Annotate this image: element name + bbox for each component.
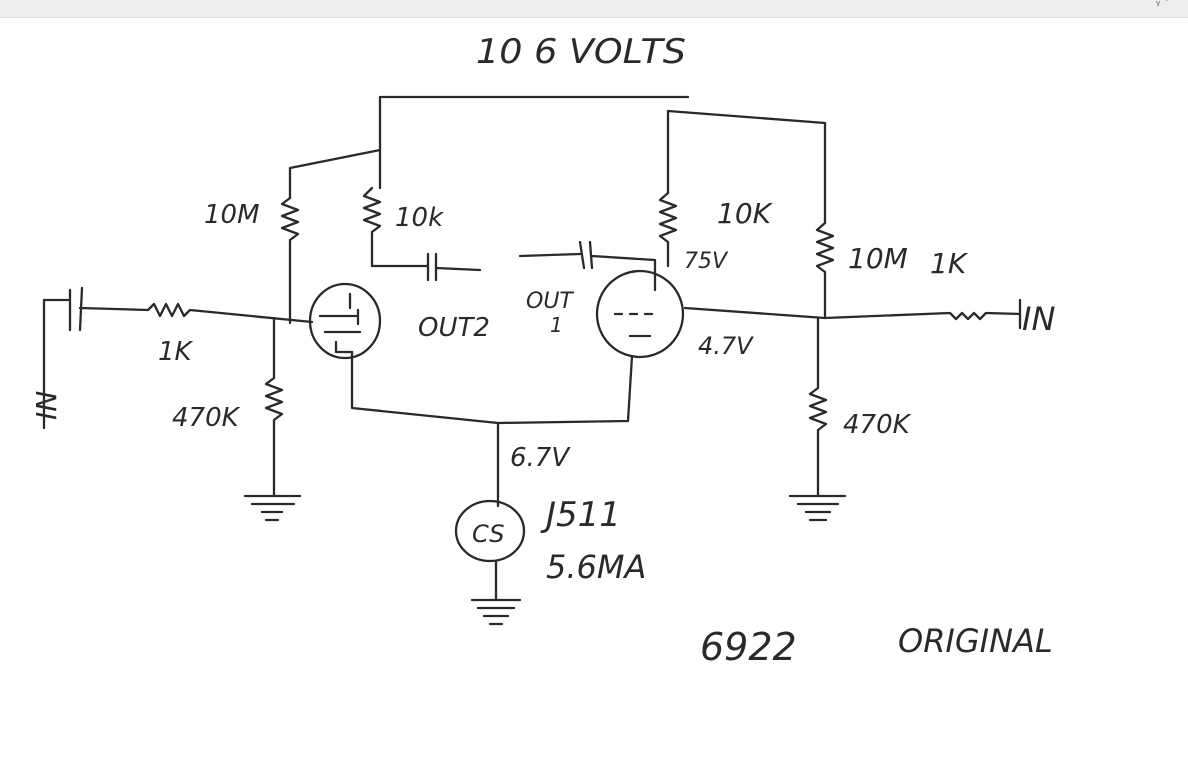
label-r-plate-right: 10K [717,197,774,230]
triode-left [308,282,382,360]
label-grid-voltage: 4.7V [698,332,754,360]
corner-glyph: ᵧ ᵒ [1155,0,1170,9]
schematic-sheet: 10 6 VOLTS 10M 10k 10K 10M 1K 1K 470K 47… [0,18,1188,696]
label-r-grid-left: 10M [204,200,260,230]
resistor-left-gridleak-470k [243,316,302,522]
resistor-right-grid-10m [815,221,835,320]
label-tube: 6922 [700,625,797,669]
label-out1-bottom: 1 [550,313,563,337]
resistor-left-grid-10m [280,196,300,325]
label-input-right: IN [1022,300,1055,338]
resistor-right-gridleak-470k [788,316,847,522]
resistor-left-plate-10k [362,186,382,268]
label-r-input-left: 1K [158,337,194,367]
viewer-title-bar: ᵧ ᵒ [0,0,1188,18]
label-r-gridleak-right: 470K [843,410,912,440]
input-right-network [683,298,1022,330]
triode-right [595,269,685,359]
label-cathode-voltage: 6.7V [510,443,571,473]
label-out2: OUT2 [418,313,490,343]
supply-voltage-label: 10 6 VOLTS [476,32,686,72]
cathode-bus [350,350,634,498]
label-title-note: ORIGINAL [898,622,1053,660]
capacitor-out1 [518,240,657,278]
label-jfet: J511 [540,495,621,535]
label-r-input-right: 1K [930,247,969,280]
current-source [454,494,526,626]
capacitor-out2 [370,252,482,282]
label-current: 5.6MA [546,548,646,586]
resistor-right-plate-10k [658,191,678,268]
label-current-source: CS [472,520,504,548]
schematic-drawing: 10 6 VOLTS 10M 10k 10K 10M 1K 1K 470K 47… [30,32,1055,669]
label-input-left: IN [30,391,63,420]
supply-rail [288,95,827,225]
input-left-network [42,286,314,332]
label-r-grid-right: 10M [848,242,908,275]
label-r-plate-left: 10k [395,203,444,233]
label-plate-voltage: 75V [684,249,729,274]
label-out1-top: OUT [526,289,574,314]
label-r-gridleak-left: 470K [172,403,241,433]
